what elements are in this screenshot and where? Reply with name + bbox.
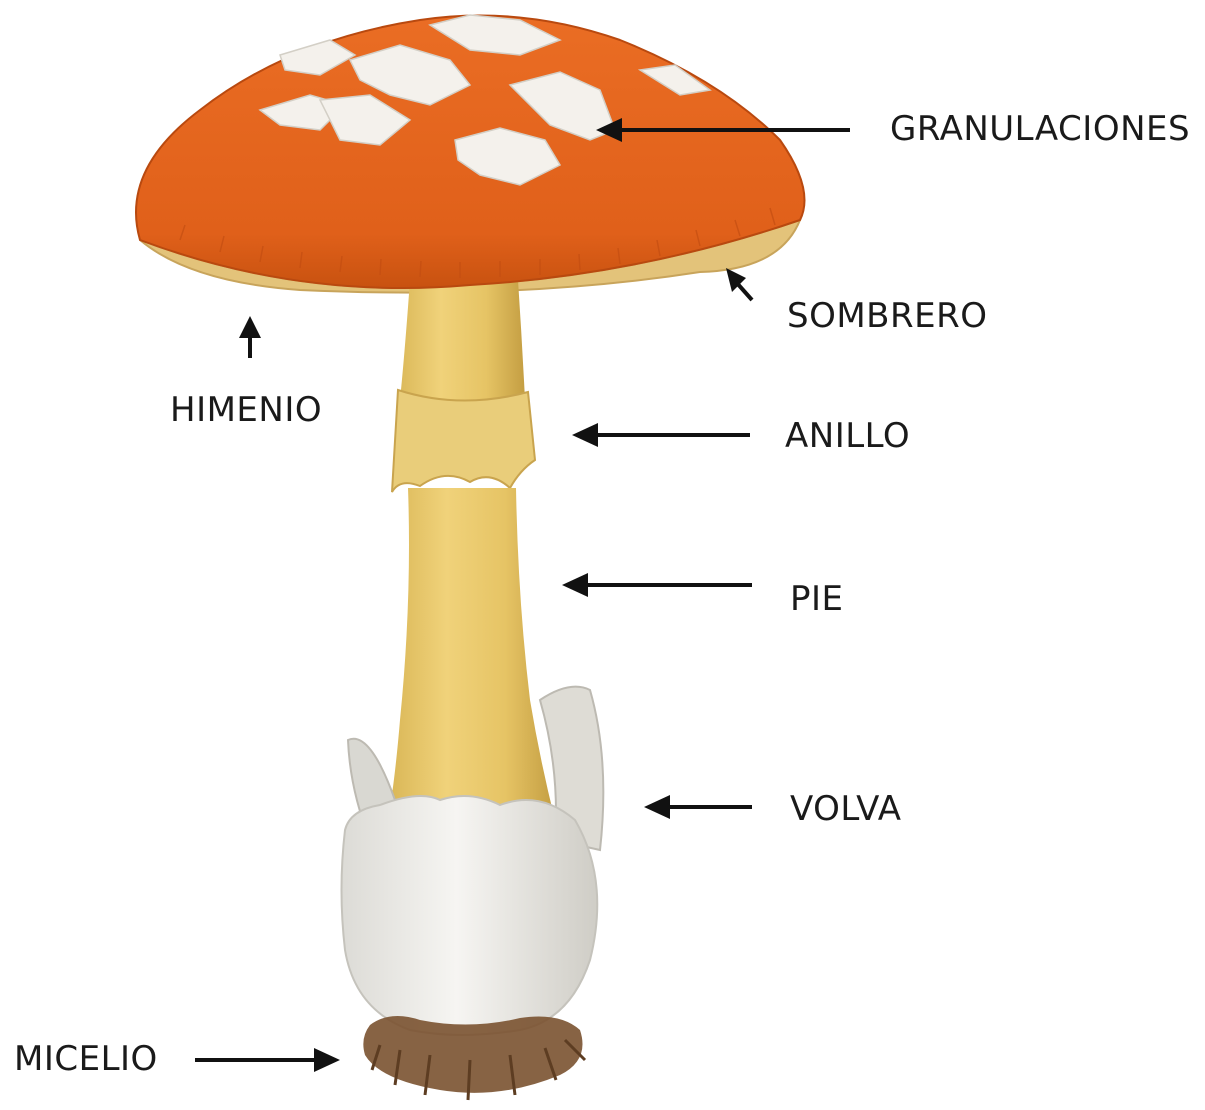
label-himenio: HIMENIO <box>170 393 322 427</box>
ring <box>392 390 535 492</box>
label-sombrero: SOMBRERO <box>787 299 988 333</box>
label-pie: PIE <box>790 582 844 616</box>
label-micelio: MICELIO <box>14 1042 158 1076</box>
volva-sac <box>342 796 598 1035</box>
stem-lower <box>388 488 555 820</box>
label-anillo: ANILLO <box>785 419 910 453</box>
label-volva: VOLVA <box>790 792 901 826</box>
label-granulaciones: GRANULACIONES <box>890 112 1190 146</box>
